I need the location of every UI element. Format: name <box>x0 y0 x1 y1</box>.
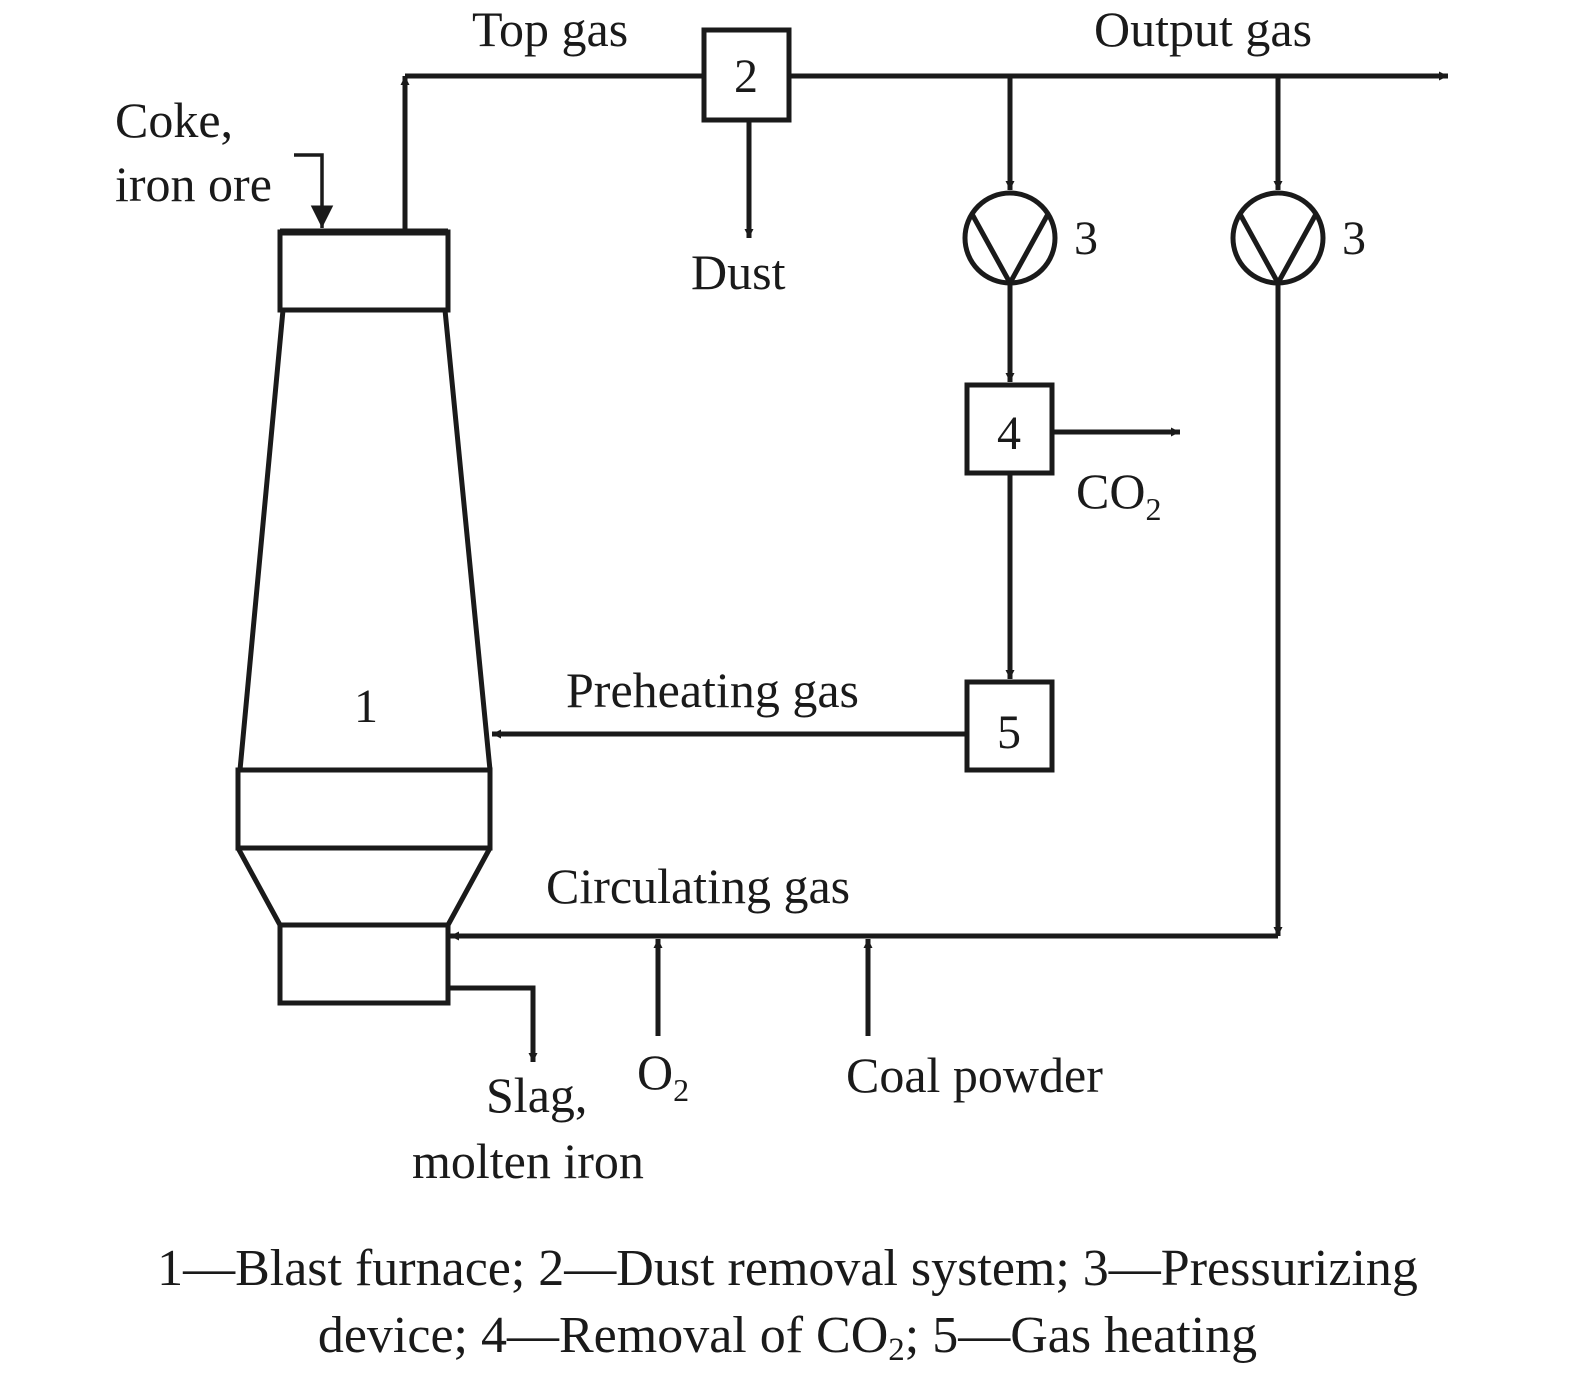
furnace-hearth <box>277 922 451 1006</box>
furnace-bosh <box>235 846 493 927</box>
gas-heating-number: 5 <box>997 706 1021 759</box>
caption-line-1: 1—Blast furnace; 2—Dust removal system; … <box>157 1240 1418 1297</box>
output-gas-label: Output gas <box>1094 1 1312 57</box>
pressurizing-device-a <box>962 190 1058 289</box>
coal-powder-label: Coal powder <box>846 1047 1103 1103</box>
co2-label: CO2 <box>1076 463 1161 527</box>
iron-ore-label: iron ore <box>115 156 272 212</box>
gas-heating-box <box>964 679 1055 773</box>
caption-line-2: device; 4—Removal of CO2; 5—Gas heating <box>317 1307 1258 1368</box>
top-gas-label: Top gas <box>472 1 628 57</box>
furnace-belly <box>235 767 493 851</box>
slag-label: Slag, <box>486 1067 587 1123</box>
dust-removal-number: 2 <box>734 50 758 103</box>
slag-outlet-arrow <box>448 985 538 1062</box>
circulating-gas-label: Circulating gas <box>546 858 850 914</box>
blast-furnace <box>235 228 493 1006</box>
blast-furnace-number: 1 <box>354 680 378 733</box>
preheating-gas-label: Preheating gas <box>566 662 859 718</box>
o2-label: O2 <box>637 1044 689 1108</box>
molten-iron-label: molten iron <box>412 1133 644 1189</box>
furnace-shaft <box>237 309 493 771</box>
pressurizing-b-number: 3 <box>1342 212 1366 265</box>
dust-label: Dust <box>691 244 786 300</box>
feed-arrow <box>294 153 334 228</box>
pressurizing-device-b <box>1230 190 1326 289</box>
coke-label: Coke, <box>115 92 233 148</box>
co2-removal-number: 4 <box>997 407 1021 460</box>
furnace-top-section <box>277 229 451 313</box>
pressurizing-a-number: 3 <box>1074 212 1098 265</box>
